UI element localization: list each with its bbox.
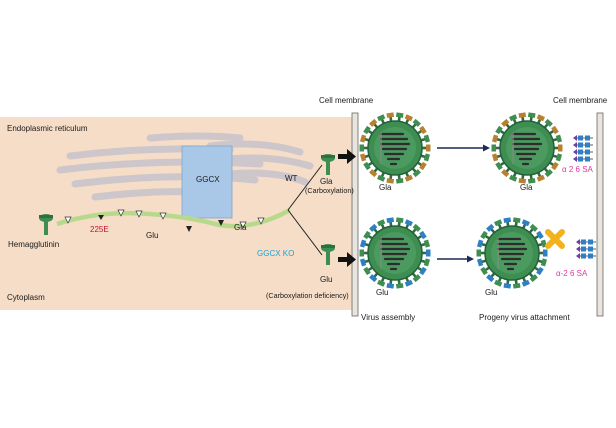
cell-membrane-left-bar bbox=[351, 112, 359, 317]
spike bbox=[476, 249, 486, 257]
branch-to-ko bbox=[287, 209, 323, 256]
spike bbox=[538, 249, 548, 257]
er-stack-decoration bbox=[56, 132, 314, 201]
virus-gla-label: Gla bbox=[379, 183, 392, 192]
progeny-gla-label: Gla bbox=[520, 183, 533, 192]
sa-bottom-label: α-2 6 SA bbox=[556, 269, 588, 278]
virus-assembly-label: Virus assembly bbox=[361, 313, 416, 322]
chain-residues bbox=[64, 209, 265, 232]
cell-membrane-right-bar bbox=[596, 112, 604, 317]
spike bbox=[553, 144, 563, 152]
ko-glu-label: Glu bbox=[320, 275, 333, 284]
virus-core bbox=[366, 119, 424, 177]
branch-to-wt bbox=[287, 164, 323, 211]
block-x-icon bbox=[545, 229, 565, 249]
cytoplasm-label: Cytoplasm bbox=[7, 293, 45, 302]
ko-arrow-icon bbox=[338, 252, 356, 267]
ggcx-label: GGCX bbox=[196, 175, 220, 184]
progeny-virus-glu bbox=[476, 217, 548, 289]
ko-state-label: (Carboxylation deficiency) bbox=[266, 291, 349, 300]
virus-glu bbox=[359, 217, 431, 289]
virus-glu-label: Glu bbox=[376, 288, 389, 297]
progeny-glu-label: Glu bbox=[485, 288, 498, 297]
mutation-225e-label: 225E bbox=[90, 225, 109, 234]
spike bbox=[421, 249, 431, 257]
spike bbox=[359, 249, 369, 257]
er-label: Endoplasmic reticulum bbox=[7, 124, 88, 133]
assembly-arrow-bottom-icon bbox=[437, 255, 474, 263]
cell-membrane-right-label: Cell membrane bbox=[553, 96, 608, 105]
progeny-virus-gla bbox=[491, 112, 563, 184]
virus-gla bbox=[359, 112, 431, 184]
assembly-arrow-top-icon bbox=[437, 144, 490, 152]
sialic-acid-receptor-icon bbox=[572, 134, 597, 260]
spike bbox=[359, 144, 369, 152]
progeny-attachment-label: Progeny virus attachment bbox=[479, 313, 570, 322]
wt-gla-label: Gla bbox=[320, 177, 333, 186]
spike bbox=[421, 144, 431, 152]
virus-core bbox=[498, 119, 556, 177]
wt-state-label: (Carboxylation) bbox=[305, 186, 354, 195]
sa-top-label: α 2 6 SA bbox=[562, 165, 593, 174]
wt-arrow-icon bbox=[338, 149, 356, 164]
ggcx-ko-label: GGCX KO bbox=[257, 249, 295, 258]
virus-core bbox=[483, 224, 541, 282]
virus-core bbox=[366, 224, 424, 282]
wt-label: WT bbox=[285, 174, 298, 183]
hemagglutinin-label: Hemagglutinin bbox=[8, 240, 60, 249]
gla-chain-label: Gla bbox=[234, 223, 247, 232]
ggcx-box bbox=[181, 145, 233, 219]
spike bbox=[491, 144, 501, 152]
cell-membrane-left-label: Cell membrane bbox=[319, 96, 374, 105]
glu-chain-label: Glu bbox=[146, 231, 159, 240]
ha-chain bbox=[56, 208, 292, 229]
